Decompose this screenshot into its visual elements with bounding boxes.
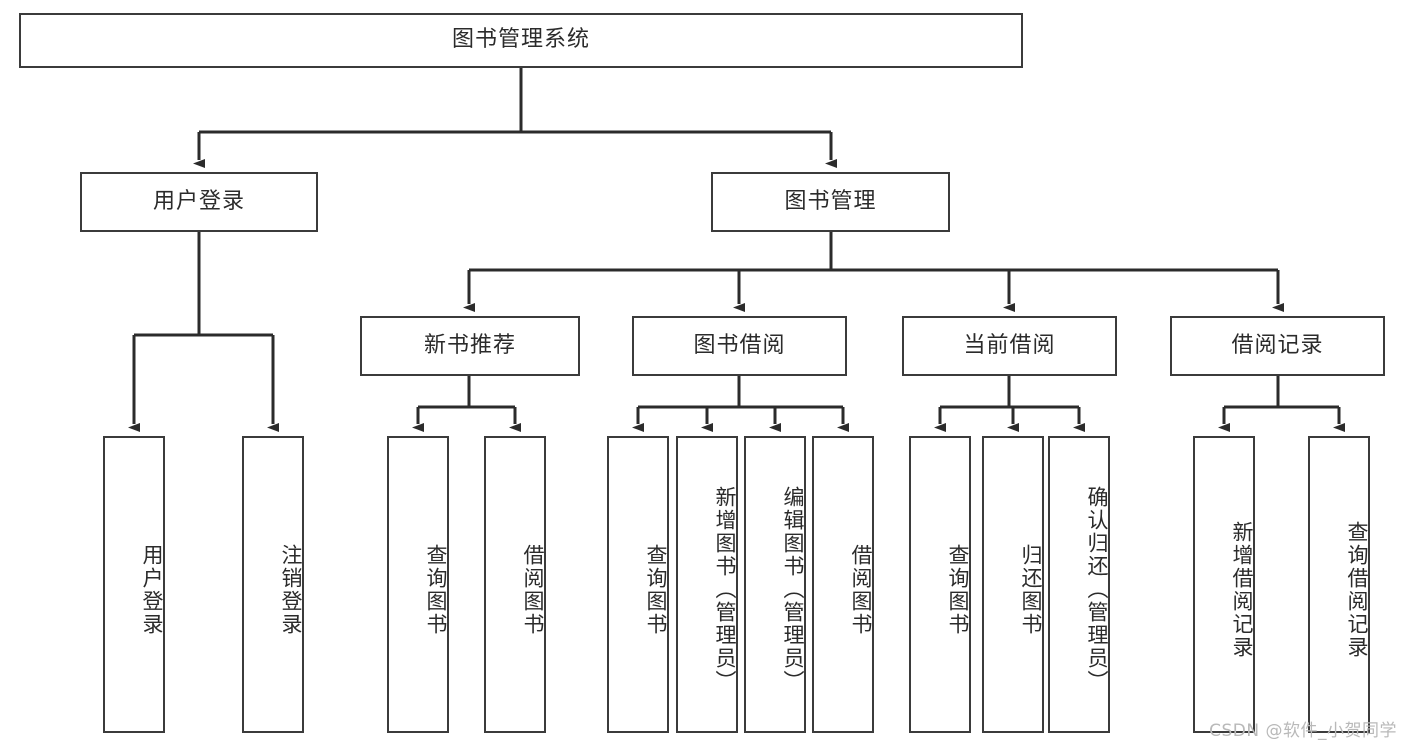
node-leaf-query-book-current[interactable]: 查询图书 (909, 436, 971, 733)
node-leaf-edit-book[interactable]: 编辑图书（管理员） (744, 436, 806, 733)
node-new-book-rec[interactable]: 新书推荐 (360, 316, 580, 376)
node-leaf-borrow-book-rec[interactable]: 借阅图书 (484, 436, 546, 733)
node-leaf-query-book-current-label: 查询图书 (946, 543, 970, 636)
node-leaf-return-book-label: 归还图书 (1019, 543, 1043, 636)
node-current-borrow[interactable]: 当前借阅 (902, 316, 1117, 376)
node-leaf-query-borrow-record[interactable]: 查询借阅记录 (1308, 436, 1370, 733)
node-leaf-query-book-rec-label: 查询图书 (424, 543, 448, 636)
node-leaf-add-borrow-record-label: 新增借阅记录 (1230, 520, 1254, 659)
node-book-borrow-label: 图书借阅 (693, 332, 786, 358)
node-leaf-user-logout[interactable]: 注销登录 (242, 436, 304, 733)
node-leaf-confirm-return[interactable]: 确认归还（管理员） (1048, 436, 1110, 733)
node-book-borrow[interactable]: 图书借阅 (632, 316, 847, 376)
node-leaf-query-book-borrow-label: 查询图书 (644, 543, 668, 636)
node-root-label: 图书管理系统 (451, 27, 590, 53)
node-root[interactable]: 图书管理系统 (19, 13, 1023, 68)
node-book-manage-label: 图书管理 (784, 188, 877, 214)
node-leaf-user-logout-label: 注销登录 (279, 543, 303, 636)
node-leaf-query-book-rec[interactable]: 查询图书 (387, 436, 449, 733)
node-leaf-borrow-book-label: 借阅图书 (849, 543, 873, 636)
node-leaf-query-borrow-record-label: 查询借阅记录 (1345, 520, 1369, 659)
node-current-borrow-label: 当前借阅 (963, 332, 1056, 358)
node-borrow-record-label: 借阅记录 (1231, 332, 1324, 358)
node-user-login-label: 用户登录 (152, 188, 245, 214)
node-leaf-add-book-label: 新增图书（管理员） (713, 486, 737, 693)
node-leaf-return-book[interactable]: 归还图书 (982, 436, 1044, 733)
node-leaf-user-login-label: 用户登录 (140, 543, 164, 636)
node-leaf-add-borrow-record[interactable]: 新增借阅记录 (1193, 436, 1255, 733)
node-leaf-confirm-return-label: 确认归还（管理员） (1085, 486, 1109, 693)
node-leaf-query-book-borrow[interactable]: 查询图书 (607, 436, 669, 733)
node-leaf-borrow-book-rec-label: 借阅图书 (521, 543, 545, 636)
node-user-login[interactable]: 用户登录 (80, 172, 318, 232)
node-leaf-add-book[interactable]: 新增图书（管理员） (676, 436, 738, 733)
node-borrow-record[interactable]: 借阅记录 (1170, 316, 1385, 376)
node-new-book-rec-label: 新书推荐 (423, 332, 516, 358)
watermark: CSDN @软件_小贺同学 (1209, 721, 1397, 741)
node-leaf-user-login[interactable]: 用户登录 (103, 436, 165, 733)
node-leaf-borrow-book[interactable]: 借阅图书 (812, 436, 874, 733)
node-leaf-edit-book-label: 编辑图书（管理员） (781, 486, 805, 693)
node-book-manage[interactable]: 图书管理 (711, 172, 950, 232)
